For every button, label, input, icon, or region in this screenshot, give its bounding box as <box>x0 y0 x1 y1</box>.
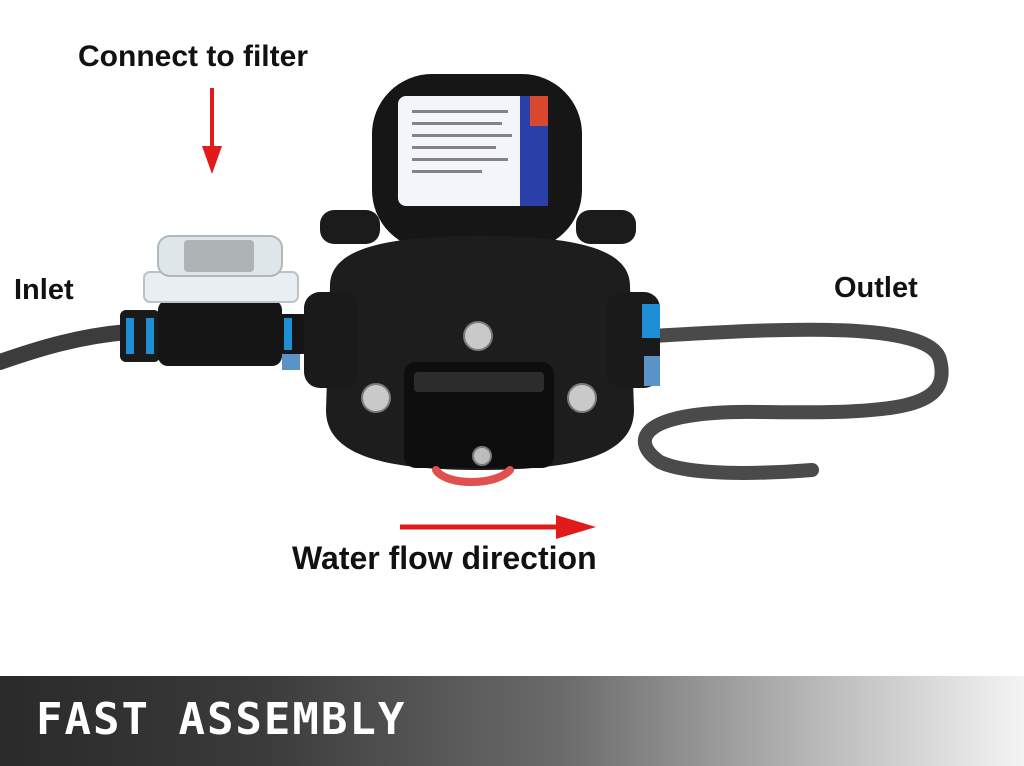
pump-head <box>326 236 634 470</box>
outlet-hose <box>637 322 949 480</box>
inlet-hose <box>0 324 136 370</box>
right-arrow-icon <box>400 515 596 539</box>
pump-illustration <box>0 74 949 539</box>
feature-banner: FAST ASSEMBLY <box>0 676 1024 766</box>
inlet-label: Inlet <box>14 274 74 306</box>
filter-body <box>158 300 282 366</box>
down-arrow-icon <box>202 88 222 174</box>
connect-to-filter-label: Connect to filter <box>78 40 308 73</box>
outlet-label: Outlet <box>834 272 918 304</box>
water-flow-direction-label: Water flow direction <box>292 540 597 576</box>
banner-title: FAST ASSEMBLY <box>36 694 407 745</box>
red-wire <box>432 466 514 486</box>
